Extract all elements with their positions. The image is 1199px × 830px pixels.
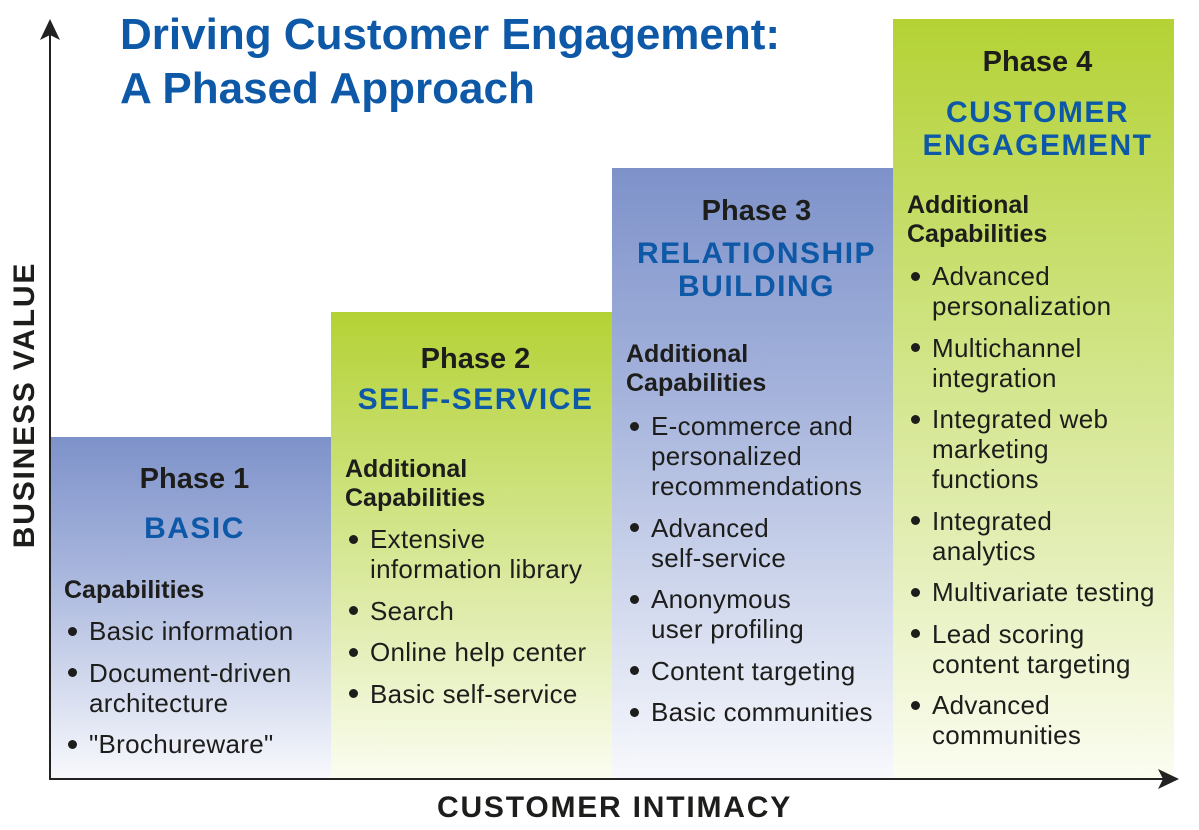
capability-item: Extensive information library xyxy=(331,524,612,584)
capability-text: Multichannel integration xyxy=(932,332,1082,393)
phase-label: Phase 3 xyxy=(701,195,812,227)
capability-text: E-commerce and personalized recommendati… xyxy=(651,411,863,501)
phase-name: CUSTOMER ENGAGEMENT xyxy=(922,96,1153,162)
phase-label: Phase 1 xyxy=(139,463,250,495)
capability-text: Advanced communities xyxy=(932,690,1082,750)
capability-text: Basic communities xyxy=(651,697,873,727)
bullet-icon xyxy=(348,534,358,544)
capabilities-list: Extensive information library Search Onl… xyxy=(331,524,612,720)
phase-4-column: Phase 4 CUSTOMER ENGAGEMENT Additional C… xyxy=(893,19,1174,779)
bullet-icon xyxy=(67,739,77,749)
bullet-icon xyxy=(910,271,920,281)
x-axis-label: CUSTOMER INTIMACY xyxy=(437,791,793,824)
capabilities-heading: Additional Capabilities xyxy=(345,455,486,512)
phase-name: RELATIONSHIP BUILDING xyxy=(636,237,877,303)
capability-item: Basic information xyxy=(50,616,331,646)
capability-item: Basic communities xyxy=(612,697,893,727)
capability-item: Online help center xyxy=(331,637,612,667)
capability-item: Multivariate testing xyxy=(893,577,1174,607)
capability-item: Basic self-service xyxy=(331,679,612,709)
capability-text: Online help center xyxy=(370,637,587,667)
capability-text: Integrated analytics xyxy=(932,505,1053,566)
phase-1-column: Phase 1 BASIC Capabilities Basic informa… xyxy=(50,437,331,779)
capability-text: Search xyxy=(370,595,455,626)
bullet-icon xyxy=(629,666,639,675)
phase-3-column: Phase 3 RELATIONSHIP BUILDING Additional… xyxy=(612,168,893,779)
bullet-icon xyxy=(910,343,920,352)
title-line-2: A Phased Approach xyxy=(120,64,535,113)
capabilities-list: Basic information Document-driven archit… xyxy=(50,616,331,771)
phase-name: SELF-SERVICE xyxy=(357,383,594,416)
capabilities-heading: Capabilities xyxy=(64,576,205,604)
capability-text: Basic information xyxy=(89,616,294,646)
bullet-icon xyxy=(348,606,358,615)
capability-item: E-commerce and personalized recommendati… xyxy=(612,411,893,501)
capability-text: Lead scoring content targeting xyxy=(932,618,1131,679)
capability-text: Basic self-service xyxy=(370,678,578,709)
y-axis-arrowhead xyxy=(40,19,60,40)
capability-item: Document-driven architecture xyxy=(50,658,331,718)
capability-text: Advanced self-service xyxy=(651,512,787,573)
capability-item: Advanced self-service xyxy=(612,513,893,573)
bullet-icon xyxy=(910,700,920,710)
capability-text: Extensive information library xyxy=(370,524,583,584)
bullet-icon xyxy=(67,668,77,677)
bullet-icon xyxy=(910,516,920,525)
capability-text: "Brochureware" xyxy=(89,729,274,759)
capability-item: Advanced personalization xyxy=(893,261,1174,321)
bullet-icon xyxy=(629,707,639,717)
capability-item: "Brochureware" xyxy=(50,729,331,759)
capability-item: Integrated web marketing functions xyxy=(893,404,1174,494)
bullet-icon xyxy=(67,626,77,636)
capability-item: Advanced communities xyxy=(893,690,1174,750)
capability-item: Content targeting xyxy=(612,656,893,686)
bullet-icon xyxy=(910,414,920,424)
phase-2-column: Phase 2 SELF-SERVICE Additional Capabili… xyxy=(331,312,612,779)
capability-text: Advanced personalization xyxy=(932,261,1112,321)
capabilities-list: E-commerce and personalized recommendati… xyxy=(612,411,893,739)
bullet-icon xyxy=(348,647,358,657)
capability-text: Integrated web marketing functions xyxy=(932,404,1109,494)
phase-name: BASIC xyxy=(144,512,245,545)
bullet-icon xyxy=(629,421,639,431)
capability-text: Content targeting xyxy=(651,655,856,686)
bullet-icon xyxy=(910,629,920,638)
capability-item: Multichannel integration xyxy=(893,333,1174,393)
phase-label: Phase 4 xyxy=(982,46,1093,78)
capability-item: Lead scoring content targeting xyxy=(893,619,1174,679)
title-line-1: Driving Customer Engagement: xyxy=(120,10,781,59)
capabilities-heading: Additional Capabilities xyxy=(626,340,767,397)
phase-label: Phase 2 xyxy=(420,343,531,375)
capabilities-list: Advanced personalization Multichannel in… xyxy=(893,261,1174,762)
bullet-icon xyxy=(629,594,639,604)
y-axis-label: BUSINESS VALUE xyxy=(8,261,41,549)
capabilities-heading: Additional Capabilities xyxy=(907,191,1048,248)
bullet-icon xyxy=(910,587,920,597)
x-axis-arrowhead xyxy=(1158,769,1179,789)
capability-text: Document-driven architecture xyxy=(89,657,292,718)
diagram-title: Driving Customer Engagement: A Phased Ap… xyxy=(120,8,780,116)
bullet-icon xyxy=(348,689,358,698)
capability-item: Anonymous user profiling xyxy=(612,584,893,644)
capability-item: Search xyxy=(331,596,612,626)
capability-item: Integrated analytics xyxy=(893,506,1174,566)
capability-text: Multivariate testing xyxy=(932,577,1155,607)
capability-text: Anonymous user profiling xyxy=(651,584,805,644)
bullet-icon xyxy=(629,523,639,532)
